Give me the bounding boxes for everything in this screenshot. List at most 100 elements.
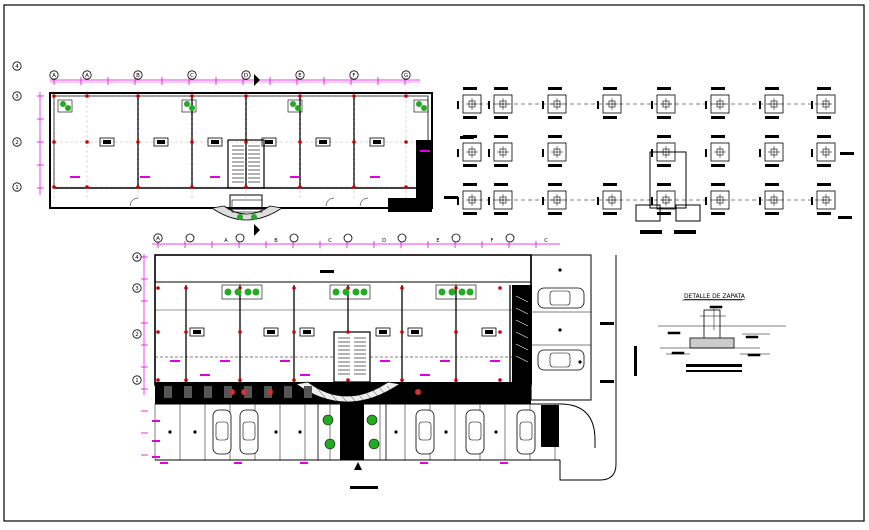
column [156, 330, 160, 334]
grid-bubble-col: G [401, 70, 411, 80]
car [239, 409, 259, 455]
footing [597, 183, 622, 215]
column [454, 330, 458, 334]
column [184, 330, 188, 334]
svg-text:3: 3 [135, 286, 139, 292]
column [136, 94, 140, 98]
grid-bubble-row: 2 [132, 329, 142, 339]
column [85, 185, 89, 189]
column [244, 140, 248, 144]
top-floor-plan [37, 74, 433, 236]
planter [329, 284, 371, 300]
counter [99, 137, 115, 147]
column [292, 330, 296, 334]
grid-bubble-col: A [49, 70, 59, 80]
column [400, 330, 404, 334]
svg-text:4: 4 [15, 64, 19, 70]
counter [407, 327, 423, 337]
svg-text:B: B [136, 73, 140, 79]
footing [488, 183, 513, 215]
footing [811, 183, 836, 215]
svg-text:C: C [328, 238, 332, 244]
car [537, 349, 585, 371]
planter [221, 284, 263, 300]
column [52, 94, 56, 98]
column [498, 330, 502, 334]
grid-bubble-row: 3 [12, 91, 22, 101]
grid-bubble-col: C [289, 233, 332, 244]
car [212, 409, 232, 455]
grid-bubble-col: B [235, 233, 278, 244]
svg-text:4: 4 [135, 255, 139, 261]
column [298, 185, 302, 189]
footing [488, 87, 513, 119]
grid-bubble-col: D [241, 70, 251, 80]
footing [457, 183, 482, 215]
counter [189, 327, 205, 337]
footing [457, 87, 482, 119]
grid-bubble-col: E [397, 233, 440, 244]
column [238, 330, 242, 334]
column [190, 140, 194, 144]
counter [261, 137, 277, 147]
footing [651, 87, 676, 119]
column [190, 94, 194, 98]
svg-text:G: G [404, 73, 408, 79]
car [537, 287, 585, 309]
svg-text:A: A [156, 236, 160, 242]
column [238, 378, 242, 382]
planter [413, 99, 429, 113]
car [516, 409, 536, 455]
column [292, 378, 296, 382]
column [136, 185, 140, 189]
svg-text:C: C [544, 238, 548, 244]
foundation-plan [444, 87, 854, 234]
grid-bubble-row: 2 [12, 137, 22, 147]
column [346, 378, 350, 382]
svg-text:E: E [436, 238, 439, 244]
grid-bubble-row: 1 [132, 375, 142, 385]
svg-text:A: A [85, 73, 89, 79]
column [244, 94, 248, 98]
footing [597, 87, 622, 119]
svg-text:1: 1 [15, 185, 19, 191]
column [52, 185, 56, 189]
svg-text:1: 1 [135, 378, 139, 384]
column [454, 286, 458, 290]
counter [153, 137, 169, 147]
svg-text:F: F [491, 238, 494, 244]
counter [375, 327, 391, 337]
column [298, 94, 302, 98]
counter [481, 327, 497, 337]
column [352, 140, 356, 144]
car [465, 409, 485, 455]
grid-bubble-row: 1 [12, 182, 22, 192]
footing [705, 87, 730, 119]
counter [263, 327, 279, 337]
grid-bubble-col: E [295, 70, 305, 80]
svg-text:F: F [352, 73, 355, 79]
column [454, 378, 458, 382]
column [352, 94, 356, 98]
footing [651, 183, 676, 215]
footing [759, 183, 784, 215]
planter [435, 284, 477, 300]
column [352, 185, 356, 189]
grid-bubble-col: A [82, 70, 92, 80]
column [400, 286, 404, 290]
footing [705, 183, 730, 215]
footing [705, 135, 730, 167]
footing-detail: DETALLE DE ZAPATA [634, 293, 786, 376]
column [292, 286, 296, 290]
svg-text:2: 2 [15, 140, 19, 146]
column [52, 140, 56, 144]
bottom-floor-plan [141, 241, 617, 489]
grid-bubble-col: C [505, 233, 548, 244]
svg-text:2: 2 [135, 332, 139, 338]
footing [811, 87, 836, 119]
counter [315, 137, 331, 147]
grid-bubble-col: A [153, 233, 163, 243]
grid-bubble-row: 3 [132, 283, 142, 293]
footing [651, 135, 676, 167]
column [498, 378, 502, 382]
